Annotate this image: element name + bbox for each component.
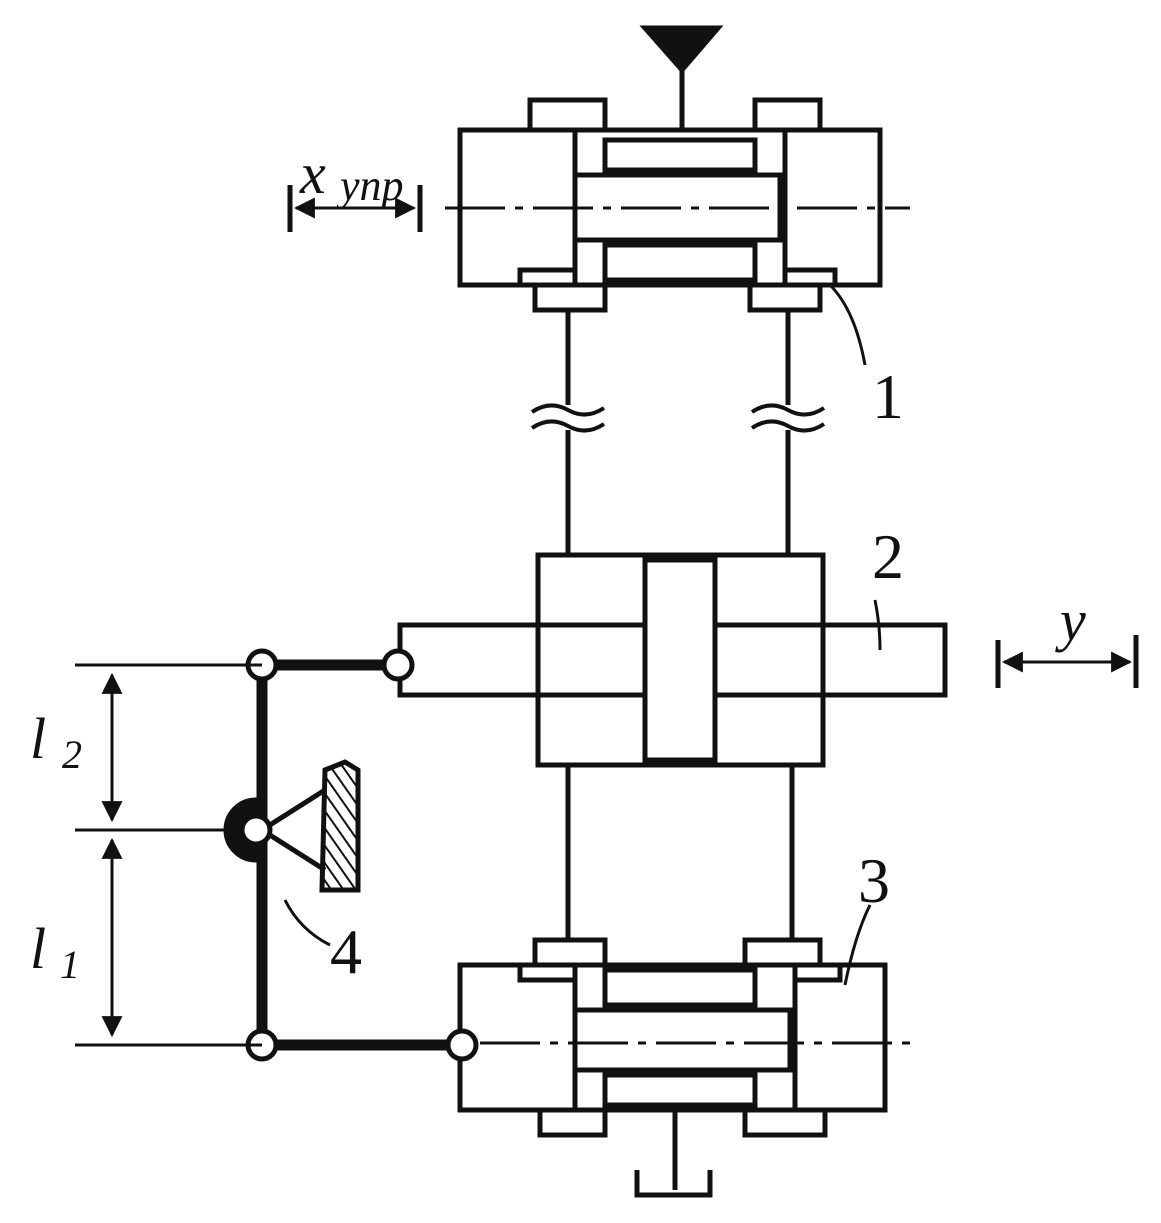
hinge-spool-3 [445,1028,479,1062]
label-3: 3 [858,845,890,916]
label-2: 2 [872,521,904,592]
pipes-lower [565,765,795,940]
leader-1 [828,283,867,366]
label-x: x [299,141,326,206]
label-4: 4 [330,916,362,987]
spool-valve-1 [445,97,910,313]
dimension-lines [75,663,262,1047]
hinge-rod [381,648,415,682]
fixed-support-hatch-icon [260,759,361,893]
text-labels: x упр y l 2 l 1 1 2 3 4 [30,141,1086,987]
label-l2-sub: 2 [62,732,82,777]
leader-lines [283,283,882,986]
pipes-upper [565,310,791,555]
hinge-pivot [239,813,273,847]
label-l2: l [30,706,46,771]
x-input-arrow [287,185,423,232]
label-l1-sub: 1 [60,942,80,987]
label-l1: l [30,916,46,981]
pipe-break-icon [530,403,826,433]
spool-valve-3 [457,937,910,1138]
label-1: 1 [872,361,904,432]
label-y: y [1055,588,1086,653]
supply-triangle-icon [639,25,724,130]
leader-4 [283,899,331,947]
drain-icon [634,1110,713,1198]
power-cylinder-2 [397,552,948,768]
leader-2 [873,599,882,651]
leader-3 [843,904,872,986]
label-x-sub: упр [336,161,404,210]
feedback-lever-4 [223,659,462,1051]
y-output-arrow [995,635,1139,688]
